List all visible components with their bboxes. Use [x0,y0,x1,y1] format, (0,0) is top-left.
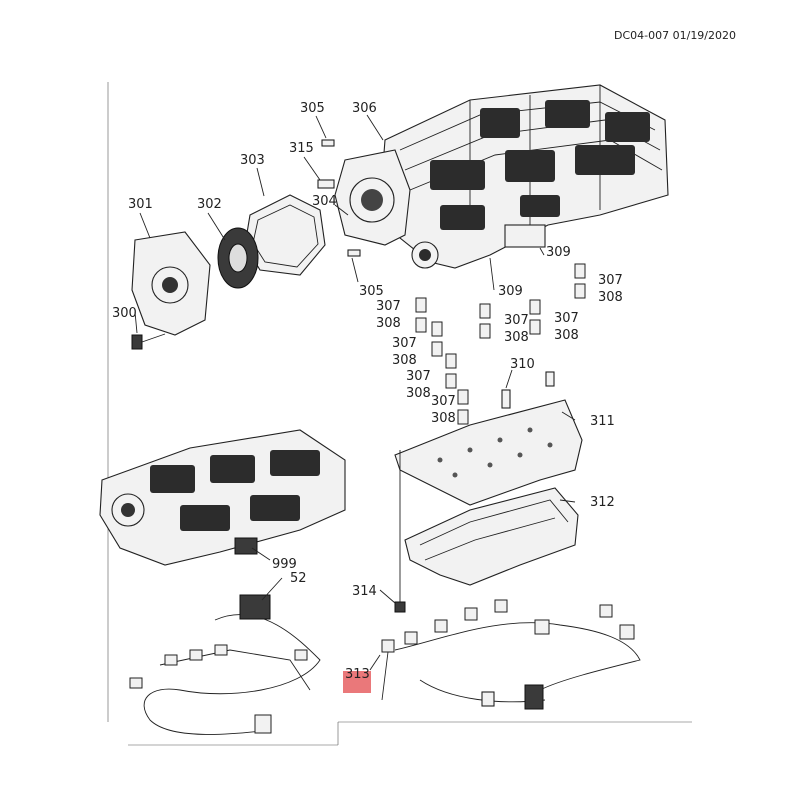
callout-308-f: 308 [554,328,579,343]
callout-52: 52 [290,571,307,586]
callouts: 305 306 315 303 304 301 302 300 305 309 … [112,101,623,682]
callout-300: 300 [112,306,137,321]
callout-308-b: 308 [392,353,417,368]
highlight-marker [343,671,371,693]
callout-307-g: 307 [598,273,623,288]
separator-plate-311[interactable] [394,399,583,506]
callout-307-a: 307 [376,299,401,314]
callout-307-d: 307 [431,394,456,409]
callout-308-g: 308 [598,290,623,305]
callout-308-e: 308 [504,330,529,345]
bolt-300[interactable] [131,333,166,350]
callout-308-d: 308 [431,411,456,426]
callout-303: 303 [240,153,265,168]
diagram-frame [107,82,692,746]
callout-307-e: 307 [504,313,529,328]
lower-valve-body-312[interactable] [404,487,579,586]
callout-305-top: 305 [300,101,325,116]
leader-lines [134,114,576,701]
callout-306: 306 [352,101,377,116]
bolt-314[interactable] [394,450,406,613]
document-id: DC04-007 01/19/2020 [614,29,737,42]
callout-314: 314 [352,584,377,599]
callout-311: 311 [590,414,615,429]
assembled-valve-body-999[interactable] [99,429,346,566]
plunger-310[interactable] [501,371,555,409]
callout-308-c: 308 [406,386,431,401]
springs-and-plugs[interactable] [415,263,586,425]
callout-313: 313 [345,667,370,682]
callout-304: 304 [312,194,337,209]
gear-302[interactable] [217,227,259,289]
callout-307-b: 307 [392,336,417,351]
callout-307-c: 307 [406,369,431,384]
callout-305-bottom: 305 [359,284,384,299]
callout-307-f: 307 [554,311,579,326]
callout-999: 999 [272,557,297,572]
callout-301: 301 [128,197,153,212]
upper-valve-body[interactable] [379,84,669,269]
callout-309-right: 309 [546,245,571,260]
callout-312: 312 [590,495,615,510]
callout-315: 315 [289,141,314,156]
callout-310: 310 [510,357,535,372]
wire-harness-313[interactable] [381,599,641,710]
callout-308-a: 308 [376,316,401,331]
wire-harness-52[interactable] [129,594,321,735]
dowel-pins[interactable] [317,139,361,257]
pump-assembly-304[interactable] [334,149,411,246]
callout-302: 302 [197,197,222,212]
callout-309-center: 309 [498,284,523,299]
gasket-303[interactable] [244,194,326,276]
cover-301[interactable] [131,231,211,336]
